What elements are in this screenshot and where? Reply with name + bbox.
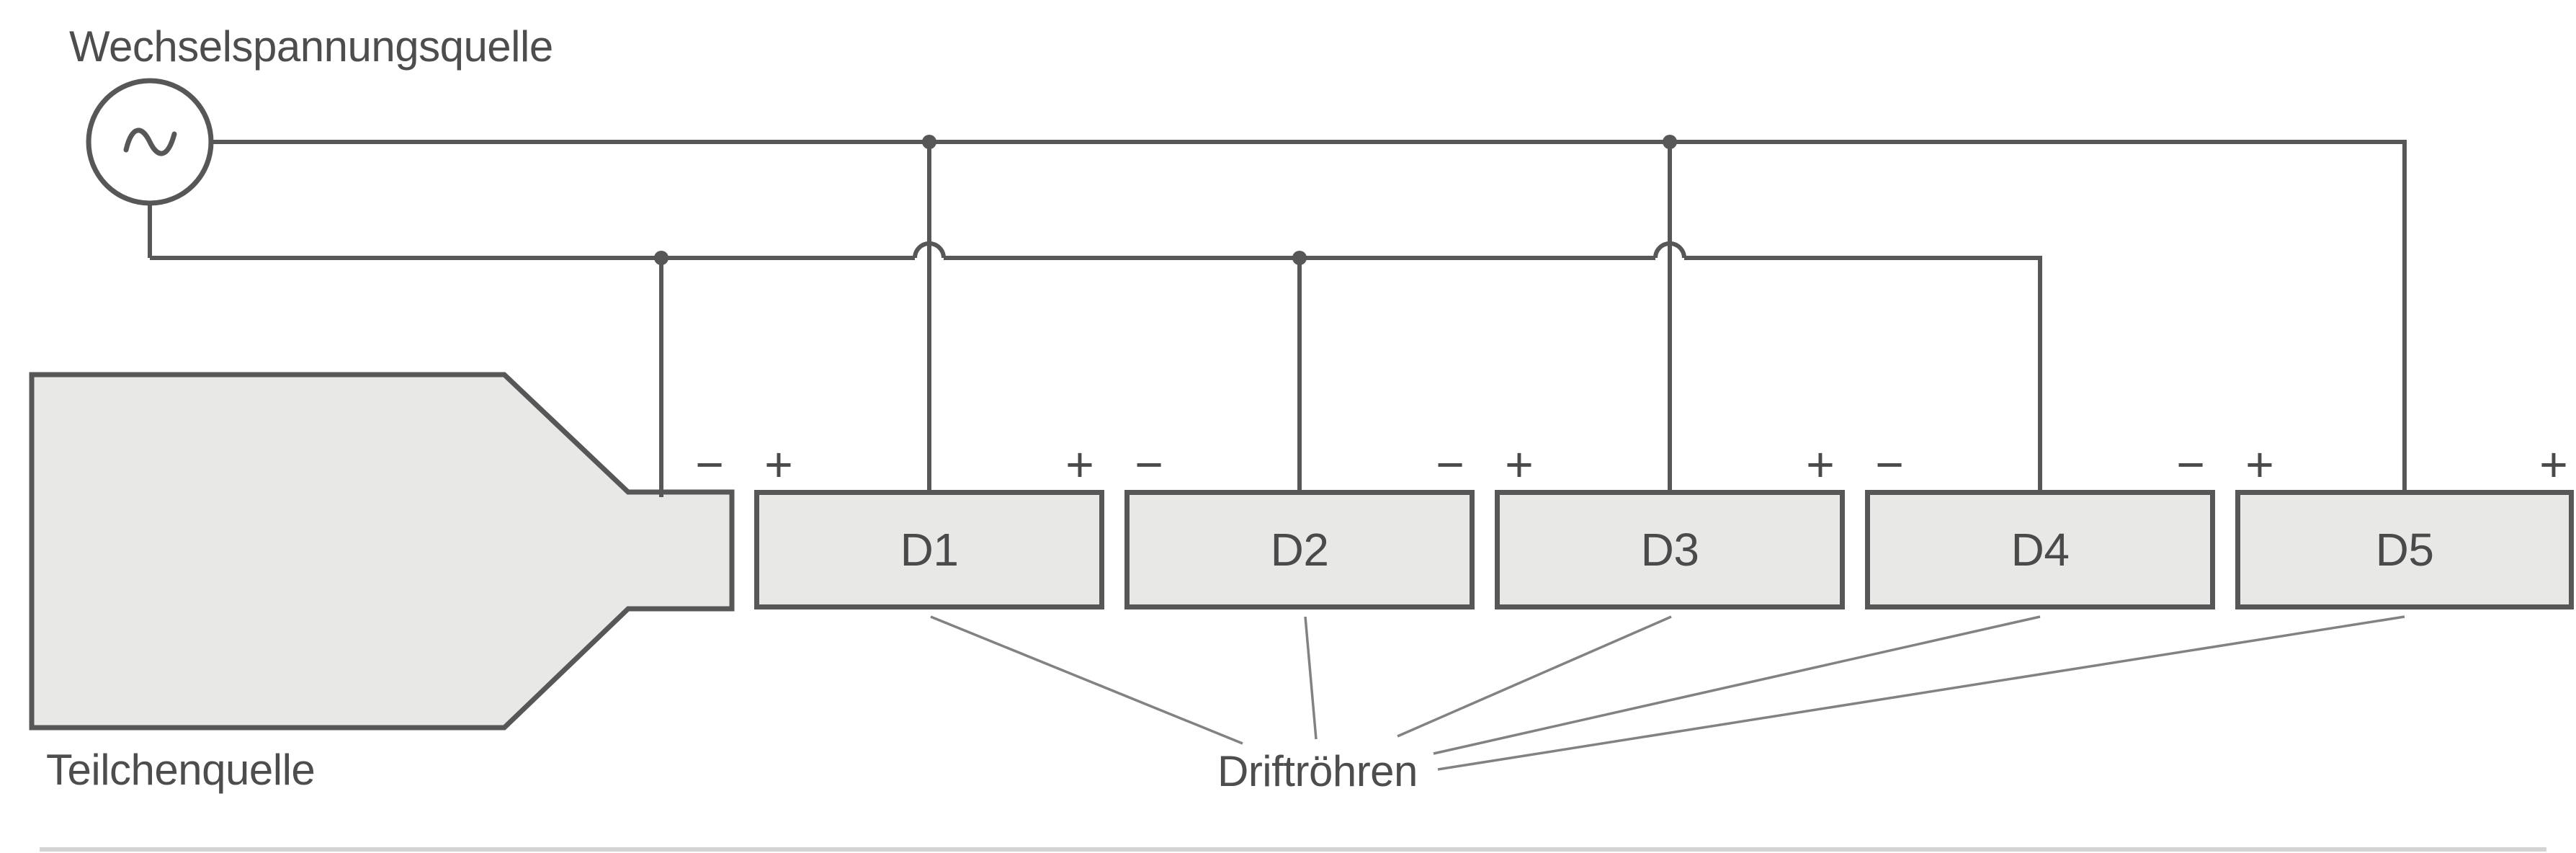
tube-label-d5: D5 <box>2375 524 2434 576</box>
polarity-sign-gap5-right: + <box>2245 437 2274 492</box>
wire-hop-right <box>1653 241 1686 259</box>
polarity-sign-gap4-left: + <box>1806 437 1835 492</box>
tube-label-d2: D2 <box>1270 524 1329 576</box>
drift-tube-d5: D5 <box>2235 490 2574 609</box>
polarity-sign-gap2-left: + <box>1065 437 1094 492</box>
voltage-source-label: Wechselspannungsquelle <box>69 22 553 71</box>
pointer-line-d4 <box>1433 615 2041 755</box>
junction-dot <box>1292 251 1307 265</box>
polarity-sign-gap1-right: + <box>764 437 793 492</box>
wire-hop-left <box>913 241 946 259</box>
pointer-line-d3 <box>1397 615 1672 738</box>
top-wire <box>211 140 2407 497</box>
pointer-line-d5 <box>1437 615 2405 771</box>
tube-label-d3: D3 <box>1640 524 1699 576</box>
polarity-sign-gap5-left: − <box>2176 437 2205 492</box>
drift-tube-d3: D3 <box>1495 490 1845 609</box>
drift-tubes-label: Driftröhren <box>1217 747 1418 795</box>
junction-dot <box>922 135 936 149</box>
polarity-sign-end: + <box>2539 437 2568 492</box>
drift-tube-d2: D2 <box>1124 490 1475 609</box>
sine-wave-icon <box>123 128 177 156</box>
drift-tube-d1: D1 <box>754 490 1104 609</box>
pointer-line-d2 <box>1304 616 1318 740</box>
drift-tube-d4: D4 <box>1865 490 2215 609</box>
tube-label-d1: D1 <box>900 524 959 576</box>
polarity-sign-gap1-left: − <box>695 437 724 492</box>
junction-dot <box>1663 135 1677 149</box>
pointer-line-d1 <box>930 615 1243 745</box>
polarity-sign-gap4-right: − <box>1875 437 1904 492</box>
particle-source-shape <box>29 372 735 731</box>
polarity-sign-gap3-left: − <box>1436 437 1464 492</box>
polarity-sign-gap3-right: + <box>1505 437 1534 492</box>
junction-dot <box>654 251 668 265</box>
scan-artifact-band <box>40 847 2546 852</box>
polarity-sign-gap2-right: − <box>1135 437 1163 492</box>
tube-label-d4: D4 <box>2011 524 2070 576</box>
particle-source-label: Teilchenquelle <box>46 746 316 794</box>
